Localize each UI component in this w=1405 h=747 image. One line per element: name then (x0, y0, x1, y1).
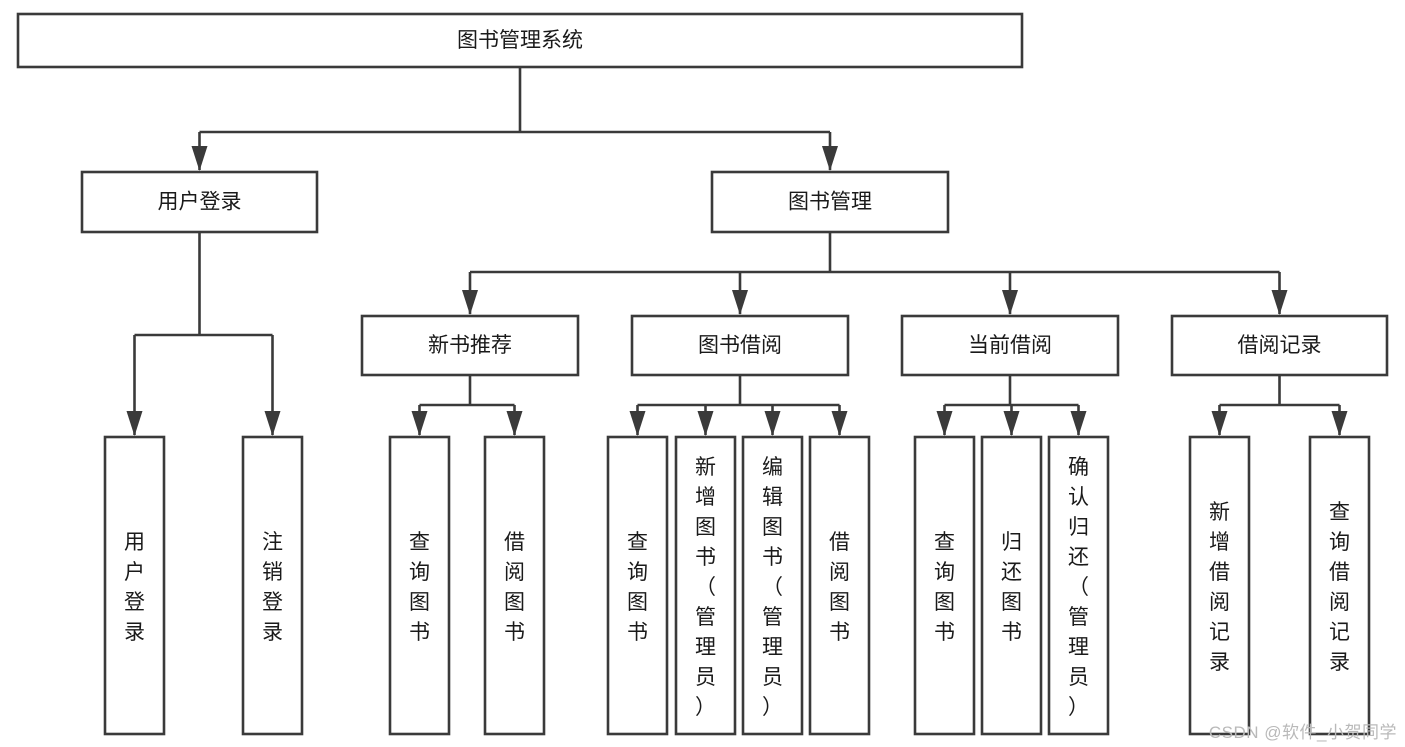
connectors-layer (126, 67, 1348, 436)
node-box-leaf-query-record (1308, 435, 1371, 736)
arrow-head-borrow_record (1271, 290, 1288, 315)
node-box-new-book-rec (360, 314, 580, 377)
node-box-root (16, 12, 1024, 69)
node-leaf-query-book-1[interactable]: 查询图书 (388, 435, 451, 736)
node-leaf-logout[interactable]: 注销登录 (241, 435, 304, 736)
arrow-head-current_borrow (1002, 290, 1018, 315)
node-book-borrow[interactable]: 图书借阅 (630, 314, 850, 377)
nodes-layer: 图书管理系统用户登录图书管理新书推荐图书借阅当前借阅借阅记录用户登录注销登录查询… (16, 12, 1389, 736)
node-box-borrow-record (1170, 314, 1389, 377)
node-leaf-query-book-2[interactable]: 查询图书 (606, 435, 669, 736)
arrow-head-leaf_query_record (1331, 411, 1348, 436)
node-book-manage[interactable]: 图书管理 (710, 170, 950, 234)
node-box-current-borrow (900, 314, 1120, 377)
arrow-head-leaf_logout (264, 411, 281, 436)
node-label-book-borrow: 图书借阅 (698, 334, 782, 357)
arrow-head-new_book_rec (462, 290, 478, 315)
node-box-leaf-query-book-2 (606, 435, 669, 736)
node-leaf-borrow-book-1[interactable]: 借阅图书 (483, 435, 546, 736)
node-new-book-rec[interactable]: 新书推荐 (360, 314, 580, 377)
arrow-head-book_borrow (732, 290, 748, 315)
node-label-root: 图书管理系统 (457, 29, 583, 52)
node-label-leaf-edit-book: 编辑图书（管理员） (762, 456, 783, 719)
node-box-leaf-confirm-return (1047, 435, 1110, 736)
node-label-leaf-return-book: 归还图书 (1001, 531, 1022, 644)
node-label-new-book-rec: 新书推荐 (428, 334, 512, 357)
node-current-borrow[interactable]: 当前借阅 (900, 314, 1120, 377)
node-box-leaf-query-book-1 (388, 435, 451, 736)
node-leaf-borrow-book-2[interactable]: 借阅图书 (808, 435, 871, 736)
node-label-leaf-confirm-return: 确认归还（管理员） (1068, 456, 1089, 719)
arrow-head-leaf_return_book (1003, 411, 1020, 436)
node-leaf-add-book[interactable]: 新增图书（管理员） (674, 435, 737, 736)
node-root[interactable]: 图书管理系统 (16, 12, 1024, 69)
node-leaf-confirm-return[interactable]: 确认归还（管理员） (1047, 435, 1110, 736)
arrow-head-leaf_confirm_return (1070, 411, 1087, 436)
arrow-head-leaf_edit_book (764, 411, 781, 436)
node-box-leaf-query-book-3 (913, 435, 976, 736)
node-leaf-edit-book[interactable]: 编辑图书（管理员） (741, 435, 804, 736)
node-leaf-query-record[interactable]: 查询借阅记录 (1308, 435, 1371, 736)
node-borrow-record[interactable]: 借阅记录 (1170, 314, 1389, 377)
node-label-leaf-borrow-book-2: 借阅图书 (829, 531, 850, 644)
arrow-head-leaf_borrow_book_2 (831, 411, 848, 436)
node-box-leaf-add-book (674, 435, 737, 736)
node-box-leaf-add-record (1188, 435, 1251, 736)
arrow-head-leaf_add_record (1211, 411, 1228, 436)
node-label-leaf-query-book-1: 查询图书 (409, 531, 430, 644)
node-label-leaf-add-book: 新增图书（管理员） (695, 456, 716, 719)
node-box-book-manage (710, 170, 950, 234)
arrow-head-user_login (191, 146, 208, 171)
arrow-head-leaf_query_book_2 (629, 411, 646, 436)
node-box-leaf-borrow-book-2 (808, 435, 871, 736)
node-label-current-borrow: 当前借阅 (968, 334, 1052, 357)
arrow-head-book_manage (822, 146, 838, 171)
node-box-user-login (80, 170, 319, 234)
node-box-book-borrow (630, 314, 850, 377)
arrow-head-leaf_add_book (697, 411, 714, 436)
arrow-head-leaf_query_book_3 (936, 411, 953, 436)
node-leaf-user-login[interactable]: 用户登录 (103, 435, 166, 736)
node-user-login[interactable]: 用户登录 (80, 170, 319, 234)
node-box-leaf-user-login (103, 435, 166, 736)
node-label-user-login: 用户登录 (158, 191, 242, 214)
node-label-leaf-query-record: 查询借阅记录 (1329, 501, 1350, 674)
arrow-head-leaf_borrow_book_1 (506, 411, 523, 436)
node-label-leaf-logout: 注销登录 (262, 531, 283, 644)
node-box-leaf-logout (241, 435, 304, 736)
node-label-leaf-query-book-3: 查询图书 (934, 531, 955, 644)
node-label-leaf-add-record: 新增借阅记录 (1209, 501, 1230, 674)
node-label-book-manage: 图书管理 (788, 191, 872, 214)
node-leaf-return-book[interactable]: 归还图书 (980, 435, 1043, 736)
node-label-borrow-record: 借阅记录 (1238, 334, 1322, 357)
node-box-leaf-edit-book (741, 435, 804, 736)
node-box-leaf-borrow-book-1 (483, 435, 546, 736)
node-label-leaf-borrow-book-1: 借阅图书 (504, 531, 525, 644)
node-leaf-add-record[interactable]: 新增借阅记录 (1188, 435, 1251, 736)
arrow-head-leaf_user_login (126, 411, 143, 436)
watermark-label: CSDN @软件_小贺同学 (1208, 723, 1397, 742)
node-label-leaf-user-login: 用户登录 (124, 531, 145, 644)
arrow-head-leaf_query_book_1 (411, 411, 428, 436)
node-label-leaf-query-book-2: 查询图书 (627, 531, 648, 644)
node-box-leaf-return-book (980, 435, 1043, 736)
node-leaf-query-book-3[interactable]: 查询图书 (913, 435, 976, 736)
